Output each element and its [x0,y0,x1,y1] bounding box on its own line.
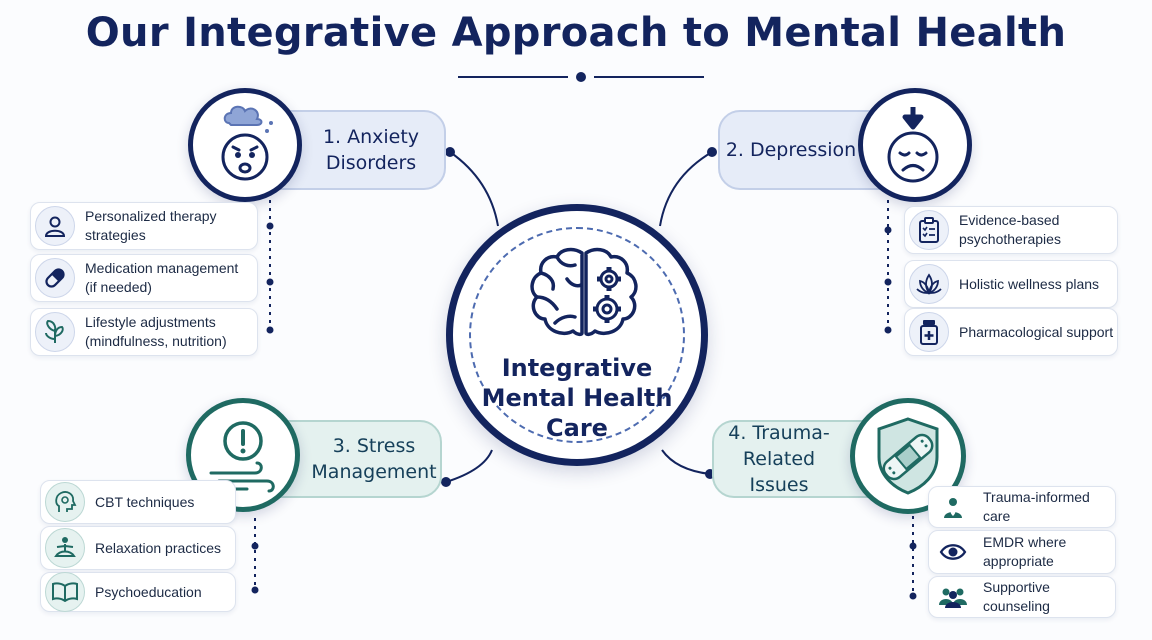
list-item: Supportive counseling [928,576,1116,618]
sad-face-arrow-icon [858,88,972,202]
open-book-icon [45,572,85,612]
capsule-icon [35,258,75,298]
list-item: CBT techniques [40,480,236,524]
head-gear-icon [45,482,85,522]
page-title: Our Integrative Approach to Mental Healt… [85,10,1067,56]
center-label: Integrative Mental Health Care [481,354,673,442]
list-item: Psychoeducation [40,572,236,612]
brain-gears-icon [530,247,638,337]
list-item: Trauma-informed care [928,486,1116,528]
list-item: Holistic wellness plans [904,260,1118,308]
list-item: Evidence-based psychotherapies [904,206,1118,254]
list-item: Lifestyle adjustments (mindfulness, nutr… [30,308,258,356]
list-item: Medication management (if needed) [30,254,258,302]
medicine-bottle-icon [909,312,949,352]
group-icon [933,577,973,617]
center-hub: Integrative Mental Health Care [446,204,708,466]
person-icon [35,206,75,246]
clipboard-checklist-icon [909,210,949,250]
list-item: Personalized therapy strategies [30,202,258,250]
list-item: Pharmacological support [904,308,1118,356]
anxious-face-cloud-icon [188,88,302,202]
meditation-icon [45,528,85,568]
title-divider [458,70,704,84]
eye-icon [933,532,973,572]
caregiver-icon [933,487,973,527]
list-item: Relaxation practices [40,526,236,570]
leaf-icon [35,312,75,352]
lotus-icon [909,264,949,304]
list-item: EMDR where appropriate [928,530,1116,574]
